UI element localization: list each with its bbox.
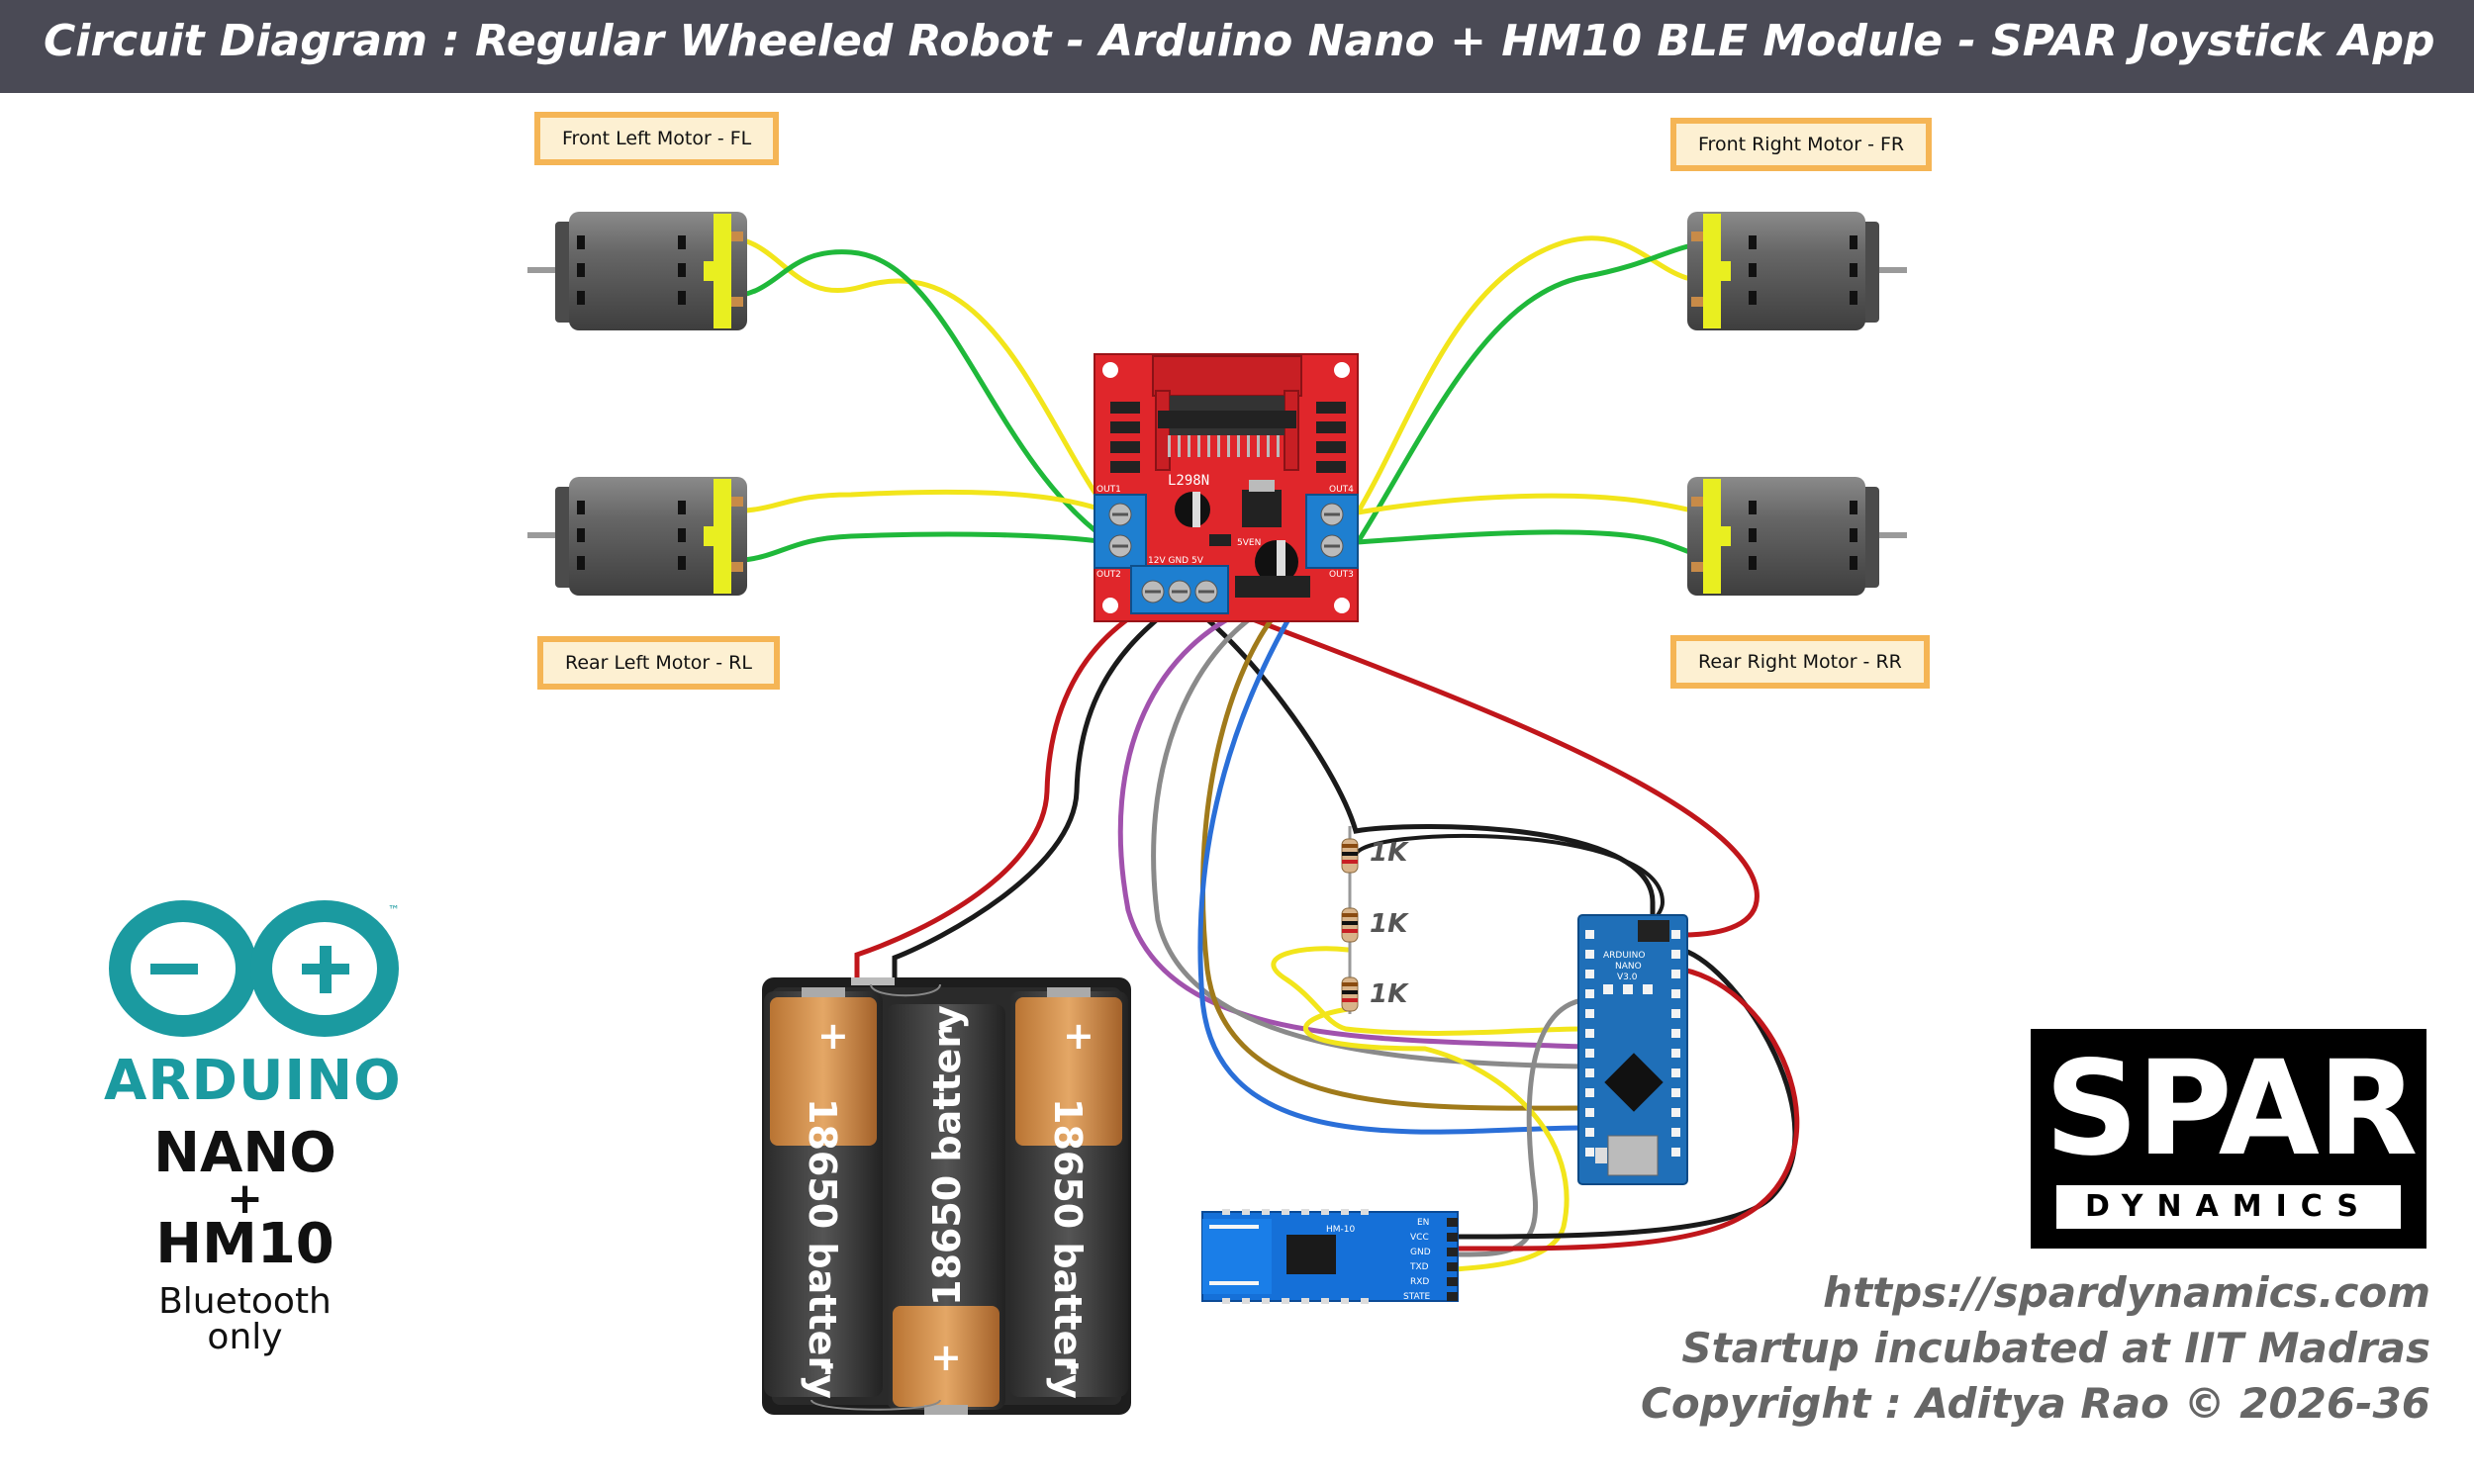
note-only: only: [207, 1317, 283, 1357]
arduino-infinity-icon: [109, 900, 399, 1037]
nano-line3: V3.0: [1617, 973, 1638, 982]
out4-label: OUT4: [1329, 485, 1354, 495]
resistor-1: 1K: [1341, 838, 1409, 874]
product-hm10: HM10: [155, 1212, 334, 1276]
battery-3-plus: +: [1063, 1014, 1094, 1058]
battery-2-minus: -: [938, 1006, 954, 1050]
circuit-diagram: L298N 5VEN OUT1 OUT2 OUT3 OUT4 12V GND 5…: [109, 212, 1907, 1415]
battery-2-label: 18650 battery: [925, 1005, 969, 1306]
wire-5v-red: [1209, 601, 1760, 938]
product-nano: NANO: [153, 1121, 336, 1185]
chip-label: L298N: [1168, 473, 1209, 489]
arduino-nano-board: ARDUINO NANO V3.0: [1577, 914, 1688, 1185]
hm10-pin-vcc: VCC: [1410, 1233, 1429, 1243]
battery-3: + - 18650 battery: [1009, 987, 1128, 1399]
out1-label: OUT1: [1096, 485, 1121, 495]
battery-2: - + 18650 battery: [887, 1004, 1005, 1415]
wire-ctrl-blue: [1197, 603, 1586, 1135]
power-pin-labels: 12V GND 5V: [1148, 556, 1204, 566]
motor-rear-right: [1687, 477, 1907, 596]
motor-front-left: [527, 212, 747, 330]
wire-battery-red: [854, 601, 1156, 982]
note-bluetooth: Bluetooth: [158, 1281, 332, 1322]
motor-rear-left: [527, 477, 747, 596]
battery-1-label: 18650 battery: [801, 1098, 844, 1399]
wire-fr-green: [1355, 239, 1725, 545]
hm10-pin-gnd: GND: [1410, 1248, 1431, 1257]
header-bar: Circuit Diagram : Regular Wheeled Robot …: [0, 0, 2474, 93]
label-rear-right-motor: Rear Right Motor - RR: [1670, 635, 1930, 689]
page-title: Circuit Diagram : Regular Wheeled Robot …: [44, 16, 2435, 66]
hm10-pin-rxd: RXD: [1410, 1277, 1429, 1287]
hm10-module: HM-10 EN VCC GND TXD RXD STATE: [1201, 1209, 1459, 1304]
arduino-product-block: NANO + HM10 Bluetooth only: [124, 1121, 366, 1357]
l298n-driver-board: L298N 5VEN OUT1 OUT2 OUT3 OUT4 12V GND 5…: [1094, 353, 1359, 622]
wire-ctrl-brown: [1199, 603, 1586, 1111]
wire-ctrl-purple: [1117, 603, 1586, 1050]
hm10-pin-state: STATE: [1403, 1292, 1430, 1302]
resistor-3-label: 1K: [1370, 979, 1409, 1009]
wire-fr-yellow: [1355, 235, 1725, 515]
wire-battery-black: [892, 601, 1181, 982]
battery-1: + - 18650 battery: [764, 987, 883, 1399]
wire-fl-green: [721, 249, 1109, 542]
battery-3-minus: -: [1065, 1343, 1081, 1386]
wire-rl-yellow: [721, 489, 1109, 514]
footer-tagline: Startup incubated at IIT Madras: [1681, 1324, 2430, 1372]
jumper-label: 5VEN: [1237, 538, 1261, 548]
wire-hm10-red: [1452, 967, 1800, 1252]
nano-line2: NANO: [1615, 962, 1642, 972]
motor-front-right: [1687, 212, 1907, 330]
resistor-2: 1K: [1341, 907, 1409, 943]
footer-copyright: Copyright : Aditya Rao © 2026-36: [1641, 1379, 2430, 1428]
label-rear-left-motor: Rear Left Motor - RL: [537, 636, 780, 690]
wire-hm10-gray: [1452, 996, 1596, 1257]
wire-rl-green: [721, 531, 1109, 564]
spar-word: SPAR: [2045, 1033, 2419, 1185]
out2-label: OUT2: [1096, 570, 1121, 580]
resistor-2-label: 1K: [1370, 909, 1409, 939]
hm10-pin-txd: TXD: [1409, 1262, 1429, 1272]
label-front-right-motor: Front Right Motor - FR: [1670, 118, 1933, 171]
spar-sub: DYNAMICS: [2056, 1185, 2401, 1229]
resistor-chain: 1K 1K 1K: [1341, 826, 1409, 1014]
battery-2-plus: +: [930, 1336, 962, 1379]
out3-label: OUT3: [1329, 570, 1354, 580]
wire-rr-green: [1355, 529, 1725, 564]
arduino-minus-icon: [150, 964, 198, 974]
wire-rr-yellow: [1355, 493, 1725, 517]
battery-1-minus: -: [819, 1343, 835, 1386]
battery-holder: + - 18650 battery - + 18650 battery + - …: [762, 977, 1131, 1415]
wire-res-bottom-yellow: [1303, 1006, 1570, 1272]
wire-gnd-black: [1185, 603, 1656, 923]
resistor-1-label: 1K: [1370, 838, 1409, 868]
resistor-3: 1K: [1341, 976, 1409, 1012]
wire-fl-yellow: [721, 234, 1109, 512]
arduino-tm: ™: [388, 903, 400, 917]
arduino-wordmark: ARDUINO: [104, 1049, 402, 1113]
label-front-left-motor: Front Left Motor - FL: [534, 112, 780, 165]
battery-3-label: 18650 battery: [1046, 1098, 1090, 1399]
wire-ctrl-gray: [1151, 603, 1586, 1069]
footer-url[interactable]: https://spardynamics.com: [1823, 1268, 2430, 1317]
product-plus: +: [227, 1173, 263, 1224]
hm10-title: HM-10: [1326, 1225, 1356, 1235]
hm10-pin-en: EN: [1417, 1218, 1429, 1228]
battery-1-plus: +: [817, 1014, 849, 1058]
spar-dynamics-logo: SPAR DYNAMICS: [2031, 1029, 2426, 1249]
wire-res-mid-yellow: [1271, 946, 1586, 1036]
nano-line1: ARDUINO: [1603, 951, 1645, 961]
